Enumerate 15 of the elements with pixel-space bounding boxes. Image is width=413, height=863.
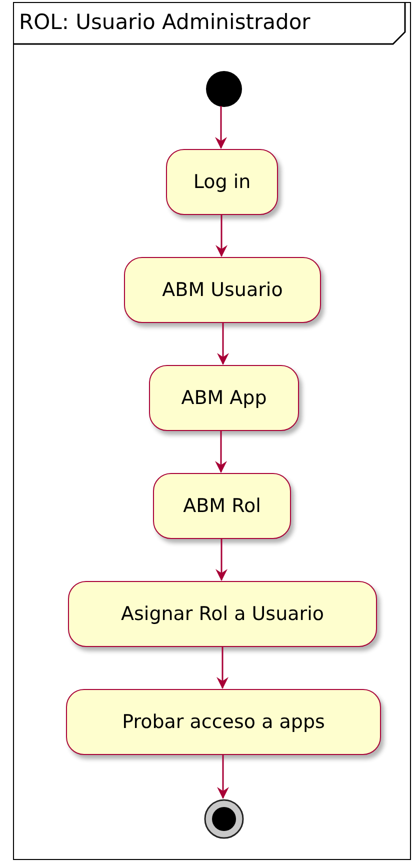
arrow xyxy=(216,214,228,257)
activity-box: Log in xyxy=(166,149,278,215)
arrow xyxy=(216,538,228,581)
arrow xyxy=(217,754,229,799)
activity-box: Asignar Rol a Usuario xyxy=(68,581,377,647)
arrow xyxy=(217,322,229,365)
activity-box: ABM Usuario xyxy=(124,257,321,323)
partition-frame xyxy=(13,2,411,860)
arrow xyxy=(215,106,227,149)
partition-title: ROL: Usuario Administrador xyxy=(18,9,312,36)
activity-box: ABM App xyxy=(149,365,299,431)
activity-box: Probar acceso a apps xyxy=(66,689,381,755)
activity-box: ABM Rol xyxy=(153,473,291,539)
arrow xyxy=(216,646,228,689)
arrow xyxy=(215,430,227,473)
